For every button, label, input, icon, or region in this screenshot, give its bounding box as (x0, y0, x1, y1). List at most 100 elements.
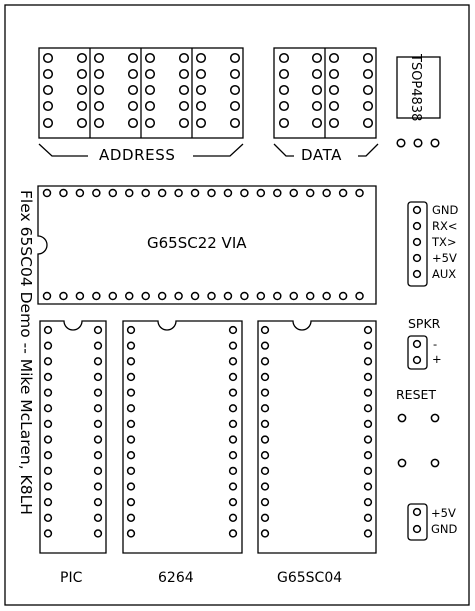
ram-pin (126, 466, 136, 476)
via-pin (273, 291, 282, 301)
cpu-pin (260, 357, 270, 366)
address-array-pin (178, 84, 190, 96)
cpu-pin (363, 357, 373, 366)
cpu-pin (260, 341, 270, 350)
cpu-pin (363, 404, 373, 413)
pic-pin (93, 513, 103, 522)
ram-pin (126, 419, 136, 429)
via-pin (256, 291, 266, 301)
ram-pin (126, 498, 136, 507)
address-array-pin (76, 52, 88, 64)
data-array-pin (311, 117, 323, 129)
ram-pin (126, 435, 136, 444)
address-array-pin (93, 117, 105, 129)
data-array-pin (278, 68, 290, 80)
cpu-pin (260, 529, 270, 538)
serial-header-pin (412, 269, 422, 279)
cpu-pin (363, 498, 373, 507)
address-array-pin (178, 100, 190, 112)
pic-pin (43, 529, 53, 538)
via-pin (157, 188, 167, 198)
power-pin-label: GND (431, 522, 458, 536)
address-array-pin (178, 117, 190, 129)
pic-pin (43, 466, 53, 476)
address-array-pin (42, 52, 54, 64)
address-array-pin (178, 52, 190, 64)
cpu-pin (363, 482, 373, 491)
address-array-pin (195, 68, 207, 80)
ram-pin (228, 341, 238, 350)
speaker-pin-label: + (432, 352, 442, 366)
reset-switch-pad (430, 458, 440, 468)
via-pin (59, 188, 68, 198)
pic-pin (43, 357, 53, 366)
data-array-pin (328, 117, 340, 129)
address-array-pin (144, 117, 156, 129)
via-pin (125, 291, 134, 301)
cpu-pin (363, 341, 373, 350)
pic-pin (43, 372, 53, 382)
data-array-pin (278, 52, 290, 64)
cpu-pin (260, 325, 270, 335)
via-pin (141, 188, 150, 198)
address-array-pin (127, 100, 139, 112)
pic-pin (93, 451, 103, 460)
via-pin (240, 188, 249, 198)
pic-pin (93, 482, 103, 491)
via-chip-label: G65SC22 VIA (147, 234, 247, 252)
ram-pin (126, 372, 136, 382)
pic-pin (43, 451, 53, 460)
reset-switch-pad (397, 413, 407, 423)
address-array-pin (42, 117, 54, 129)
pic-pin (93, 341, 103, 350)
pic-pin (93, 388, 103, 397)
address-array-pin (93, 100, 105, 112)
data-bracket-right (358, 143, 379, 157)
data-array-pin (311, 100, 323, 112)
pic-pin (43, 482, 53, 491)
ram-pin (126, 482, 136, 491)
speaker-header-pin (412, 355, 422, 365)
cpu-chip-outline (257, 320, 377, 554)
address-array-pin (195, 84, 207, 96)
address-array-pin (93, 68, 105, 80)
via-pin (75, 188, 85, 198)
address-array-pin (144, 68, 156, 80)
via-pin (190, 188, 200, 198)
cpu-pin (260, 404, 270, 413)
data-label: DATA (301, 146, 343, 164)
ram-pin (126, 451, 136, 460)
via-pin (289, 291, 298, 301)
power-header-pin (412, 507, 422, 517)
via-pin (338, 188, 348, 198)
speaker-header-pin (412, 339, 422, 349)
address-array-pin (144, 52, 156, 64)
via-pin (322, 291, 331, 301)
ram-pin (126, 513, 136, 522)
address-bracket-left (38, 143, 88, 157)
ram-pin (228, 435, 238, 444)
data-array-pin (328, 84, 340, 96)
data-array-pin (362, 52, 374, 64)
pic-pin (93, 435, 103, 444)
address-array-pin (127, 52, 139, 64)
via-pin (190, 291, 200, 301)
cpu-pin (260, 372, 270, 382)
data-array-pin (362, 100, 374, 112)
via-pin (355, 291, 364, 301)
pic-pin (43, 388, 53, 397)
via-pin (157, 291, 167, 301)
reset-switch-pad (397, 458, 407, 468)
address-array-pin (76, 100, 88, 112)
cpu-pin (260, 466, 270, 476)
cpu-pin (260, 498, 270, 507)
pic-pin (43, 404, 53, 413)
ram-pin (228, 388, 238, 397)
address-array-pin (127, 84, 139, 96)
serial-header-pin (412, 237, 422, 247)
address-array-pin (229, 68, 241, 80)
via-pin (207, 291, 216, 301)
pic-pin (43, 513, 53, 522)
